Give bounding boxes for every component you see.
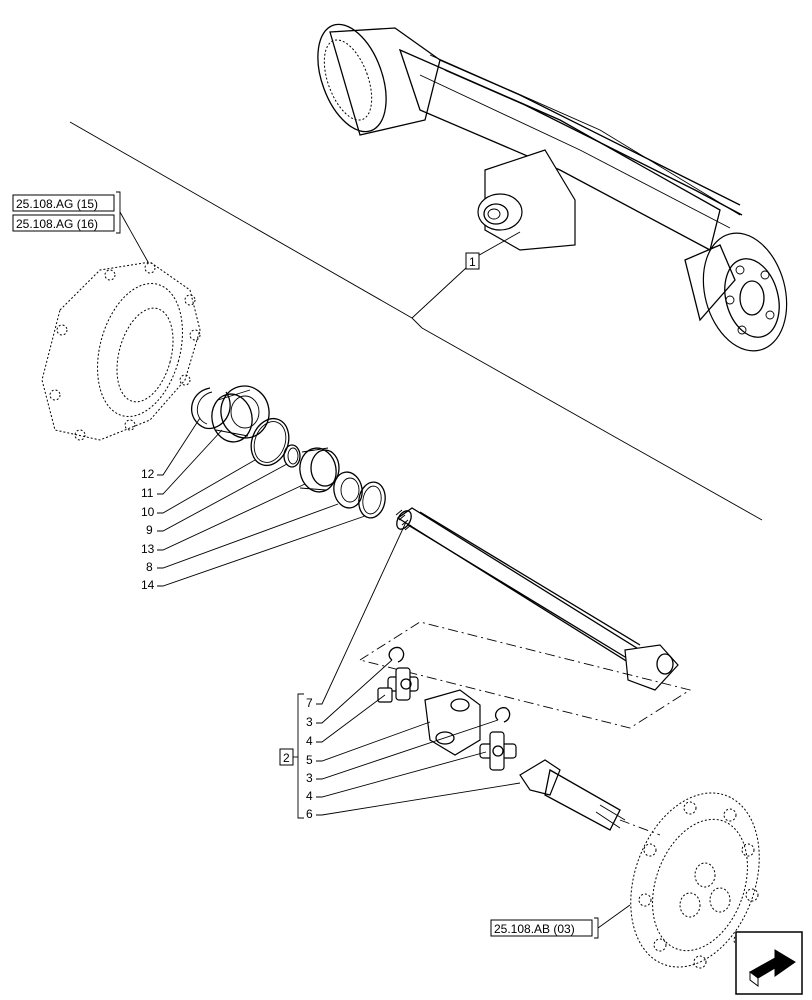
ref-ag-leader: [119, 211, 149, 263]
callout-1: 1: [465, 252, 480, 270]
label-4a: 4: [306, 734, 313, 748]
seal-8: [333, 471, 363, 509]
label-12: 12: [141, 467, 155, 481]
callout-1-label: 1: [469, 255, 476, 269]
next-page-arrow-icon[interactable]: [735, 931, 803, 995]
ref-ab03-label: 25.108.AB (03): [494, 922, 575, 936]
ref-ag15-box[interactable]: 25.108.AG (15): [12, 194, 115, 212]
label-3b: 3: [306, 771, 313, 785]
stub-shaft-6: [519, 759, 661, 836]
ref-ab-leader: [594, 904, 631, 939]
label-4b: 4: [306, 789, 313, 803]
ring-9: [283, 444, 301, 468]
group-part-labels: 7 3 4 5 3 4 6: [306, 696, 313, 821]
label-13: 13: [141, 542, 155, 556]
cross-spider-3: [377, 667, 419, 703]
seal-11: [211, 385, 270, 443]
ref-bracket: [116, 191, 121, 234]
group-leaders: [316, 521, 521, 816]
label-8: 8: [146, 560, 153, 574]
separator-line-left: [69, 121, 413, 319]
left-leaders: [157, 417, 366, 587]
label-10: 10: [141, 505, 155, 519]
snap-ring-3b: [494, 707, 511, 723]
front-axle-assembly: [317, 23, 788, 352]
drive-shaft: [395, 507, 679, 691]
label-6: 6: [306, 807, 313, 821]
ref-ag16-label: 25.108.AG (16): [16, 217, 98, 231]
phantom-outline: [358, 621, 692, 729]
label-11: 11: [141, 486, 154, 500]
label-3a: 3: [306, 715, 313, 729]
ref-ag15-label: 25.108.AG (15): [16, 197, 98, 211]
label-14: 14: [141, 578, 155, 592]
ref-ag16-box[interactable]: 25.108.AG (16): [12, 214, 115, 232]
bearing-13: [299, 447, 340, 493]
snap-ring-12: [190, 387, 231, 430]
group-2-bracket: 2: [279, 693, 304, 819]
callout-2-label: 2: [283, 751, 290, 765]
label-7: 7: [306, 696, 313, 710]
snap-ring-7: [388, 646, 405, 663]
left-part-labels: 12 11 10 9 13 8 14: [141, 467, 155, 592]
leader-1: [411, 267, 467, 319]
label-5: 5: [306, 753, 313, 767]
axle-housing-dotted: [41, 261, 201, 441]
label-9: 9: [146, 523, 153, 537]
planetary-carrier: [630, 792, 760, 969]
ref-ab03-box[interactable]: 25.108.AB (03): [490, 919, 593, 937]
cross-spider-4: [479, 731, 517, 771]
ring-14: [358, 481, 386, 519]
yoke-5: [424, 689, 481, 756]
separator-line-right: [421, 327, 763, 521]
